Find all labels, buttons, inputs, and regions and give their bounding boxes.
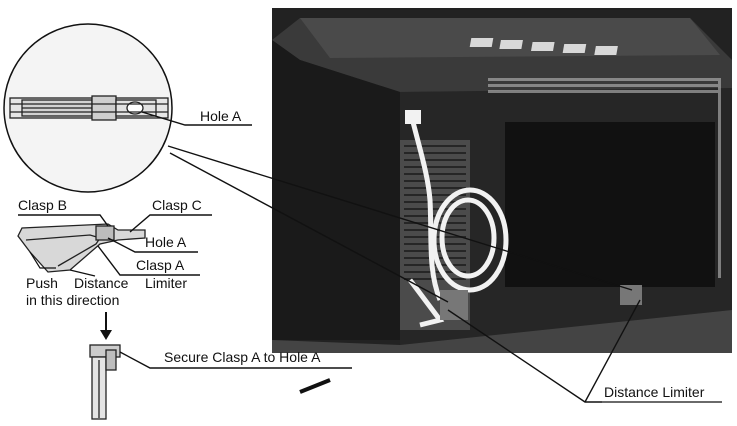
device-photo: [272, 8, 732, 353]
hole-a-top-label: Hole A: [200, 108, 242, 124]
power-cable: [408, 117, 509, 328]
push-label-line2: in this direction: [26, 292, 119, 308]
distance-limiter-small-leader: [69, 269, 96, 277]
front-perforation: [488, 78, 721, 278]
magnifier-to-limiter-right: [167, 145, 633, 291]
clasp-c-leader: [129, 214, 212, 233]
top-vent-slots: [469, 38, 618, 55]
distance-limiter-small-label: Distance: [74, 275, 129, 291]
clasp-a-label: Clasp A: [136, 257, 185, 273]
distance-limiter-main-label: Distance Limiter: [604, 384, 705, 400]
hole-a-top-leader: [141, 111, 252, 126]
magnifier-to-limiter-left: [169, 152, 449, 303]
distance-limiter-main-leader-2: [584, 299, 641, 403]
limiter-small-label: Limiter: [145, 275, 187, 291]
clasp-b-label: Clasp B: [18, 197, 67, 213]
distance-limiter-left: [440, 290, 468, 320]
clasp-c-label: Clasp C: [152, 197, 202, 213]
distance-limiter-right: [620, 285, 642, 305]
installed-clasp-diagram: [89, 344, 121, 420]
tool-stroke-mark: [299, 378, 331, 394]
clasp-b-leader: [18, 214, 109, 227]
power-plug: [405, 110, 421, 124]
clasp-detail: [9, 95, 169, 121]
hole-a-mid-label: Hole A: [145, 234, 187, 250]
push-label-line1: Push: [26, 275, 58, 291]
clasp-diagram: [17, 223, 146, 273]
push-leader: [29, 251, 56, 269]
magnified-view: [3, 23, 173, 193]
hole-a-mid-leader: [107, 237, 198, 253]
clasp-a-leader: [97, 245, 200, 276]
secure-instruction-label: Secure Clasp A to Hole A: [164, 349, 321, 365]
down-arrow-icon: [100, 312, 112, 340]
secure-instruction-leader: [119, 351, 352, 369]
